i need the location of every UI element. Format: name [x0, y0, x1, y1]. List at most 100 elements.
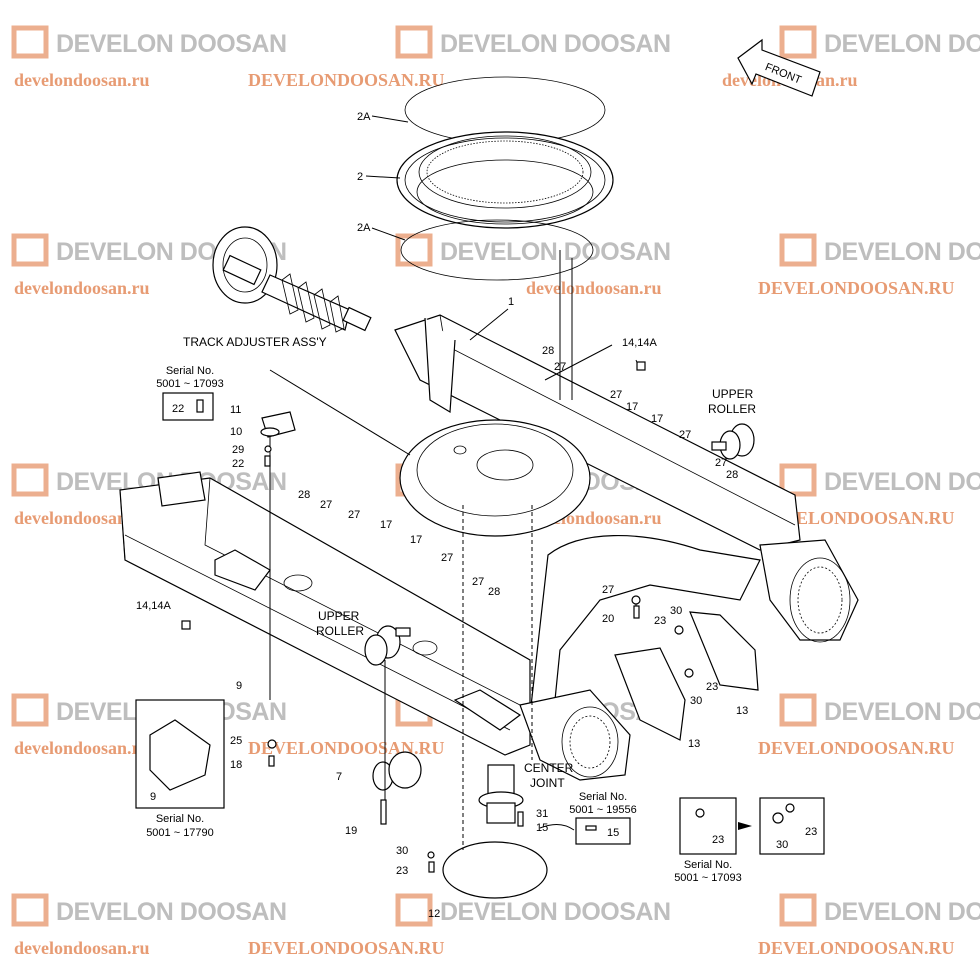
watermark-brand: DEVELON DOOSAN [440, 898, 671, 926]
svg-text:27: 27 [679, 429, 691, 441]
watermark-brand: DEVELON DOOSAN [824, 30, 980, 58]
watermark-logo-icon [779, 233, 817, 267]
svg-text:5001 ~ 17093: 5001 ~ 17093 [674, 872, 742, 884]
svg-text:13: 13 [736, 705, 748, 717]
serial-box-9: 9 Serial No. 5001 ~ 17790 [135, 699, 225, 839]
svg-text:31: 31 [536, 808, 548, 820]
track-frame [119, 314, 859, 781]
track-adjuster-image [212, 226, 372, 333]
svg-text:27: 27 [441, 552, 453, 564]
callout: 2 [357, 171, 363, 183]
watermark-url: DEVELONDOOSAN.RU [248, 938, 445, 958]
watermark-logo-icon [395, 233, 433, 267]
svg-text:11: 11 [230, 404, 241, 416]
watermark: DEVELON DOOSAN develondoosan.ru [11, 25, 287, 90]
svg-text:23: 23 [712, 834, 724, 846]
covers [442, 611, 759, 899]
callout: 2A [357, 111, 371, 123]
svg-text:27: 27 [554, 361, 566, 373]
serial-box-15: Serial No. 5001 ~ 19556 15 [539, 791, 637, 845]
svg-text:15: 15 [536, 822, 548, 834]
svg-text:17: 17 [626, 401, 638, 413]
watermark-url: develondoosan.ru [526, 278, 662, 298]
watermark-logo-icon [779, 25, 817, 59]
svg-text:CENTER: CENTER [524, 761, 574, 775]
svg-text:Serial No.: Serial No. [579, 791, 627, 803]
svg-text:27: 27 [348, 509, 360, 521]
svg-text:22: 22 [232, 458, 244, 470]
watermark-brand: DEVELON DOOSAN [824, 468, 980, 496]
svg-text:19: 19 [345, 825, 357, 837]
upper-roller-right [711, 423, 755, 460]
watermark-brand: DEVELON DOOSAN [824, 238, 980, 266]
svg-text:5001 ~ 17093: 5001 ~ 17093 [156, 378, 224, 390]
callout-labels: 2A 2 2A TRACK ADJUSTER ASS'Y 1 28 27 14,… [136, 111, 756, 920]
watermark-logo-icon [11, 233, 49, 267]
svg-text:23: 23 [396, 865, 408, 877]
svg-text:17: 17 [380, 519, 392, 531]
watermark-url: develondoosan.ru [14, 70, 150, 90]
svg-text:14,14A: 14,14A [622, 337, 658, 349]
center-joint [478, 764, 524, 824]
svg-text:Serial No.: Serial No. [156, 813, 204, 825]
callout: 2A [357, 222, 371, 234]
svg-text:12: 12 [428, 908, 440, 920]
watermark-brand: DEVELON DOOSAN [440, 30, 671, 58]
svg-text:UPPER: UPPER [712, 387, 754, 401]
watermark-brand: DEVELON DOOSAN [56, 30, 287, 58]
svg-text:20: 20 [602, 613, 614, 625]
svg-text:7: 7 [336, 771, 342, 783]
watermark-brand: DEVELON DOOSAN [824, 898, 980, 926]
watermark-url: DEVELONDOOSAN.RU [758, 508, 955, 528]
watermark-logo-icon [395, 893, 433, 927]
svg-text:23: 23 [706, 681, 718, 693]
watermark-url: develondoosan.ru [14, 938, 150, 958]
watermark-logo-icon [11, 25, 49, 59]
svg-text:27: 27 [602, 584, 614, 596]
small-parts [181, 361, 694, 873]
watermark-logo-icon [11, 893, 49, 927]
svg-text:JOINT: JOINT [530, 776, 565, 790]
svg-text:28: 28 [726, 469, 738, 481]
svg-text:23: 23 [805, 826, 817, 838]
svg-text:22: 22 [172, 403, 184, 415]
leader-lines [269, 250, 641, 850]
watermark: DEVELON DOOSAN DEVELONDOOSAN.RU [758, 233, 980, 298]
svg-text:15: 15 [607, 827, 619, 839]
svg-text:27: 27 [610, 389, 622, 401]
watermark-url: DEVELONDOOSAN.RU [248, 70, 445, 90]
svg-text:30: 30 [670, 605, 682, 617]
watermark: DEVELON DOOSAN DEVELONDOOSAN.RU [758, 693, 980, 758]
watermark-url: develondoosan.ru [14, 508, 150, 528]
svg-text:UPPER: UPPER [318, 609, 360, 623]
svg-text:28: 28 [542, 345, 554, 357]
watermark-url: develondoosan.ru [14, 278, 150, 298]
lower-roller [372, 751, 422, 791]
watermark-url: DEVELONDOOSAN.RU [248, 738, 445, 758]
svg-text:9: 9 [150, 791, 156, 803]
svg-text:17: 17 [651, 413, 663, 425]
watermark-logo-icon [779, 463, 817, 497]
watermark-url: DEVELONDOOSAN.RU [758, 738, 955, 758]
svg-text:18: 18 [230, 759, 242, 771]
svg-text:28: 28 [488, 586, 500, 598]
svg-text:30: 30 [690, 695, 702, 707]
svg-text:Serial No.: Serial No. [684, 859, 732, 871]
watermark-url: DEVELONDOOSAN.RU [758, 278, 955, 298]
watermark-url: develondoosan.ru [14, 738, 150, 758]
svg-text:27: 27 [472, 576, 484, 588]
watermark-brand: DEVELON DOOSAN [824, 698, 980, 726]
svg-text:ROLLER: ROLLER [708, 402, 756, 416]
svg-text:9: 9 [236, 680, 242, 692]
svg-text:30: 30 [776, 839, 788, 851]
serial-box-23: 23 23 30 Serial No. 5001 ~ 17093 [674, 797, 825, 884]
watermark-logo-icon [779, 893, 817, 927]
svg-text:10: 10 [230, 426, 242, 438]
svg-text:27: 27 [715, 457, 727, 469]
svg-text:ROLLER: ROLLER [316, 624, 364, 638]
track-adjuster-title: TRACK ADJUSTER ASS'Y [183, 335, 327, 349]
svg-text:29: 29 [232, 444, 244, 456]
